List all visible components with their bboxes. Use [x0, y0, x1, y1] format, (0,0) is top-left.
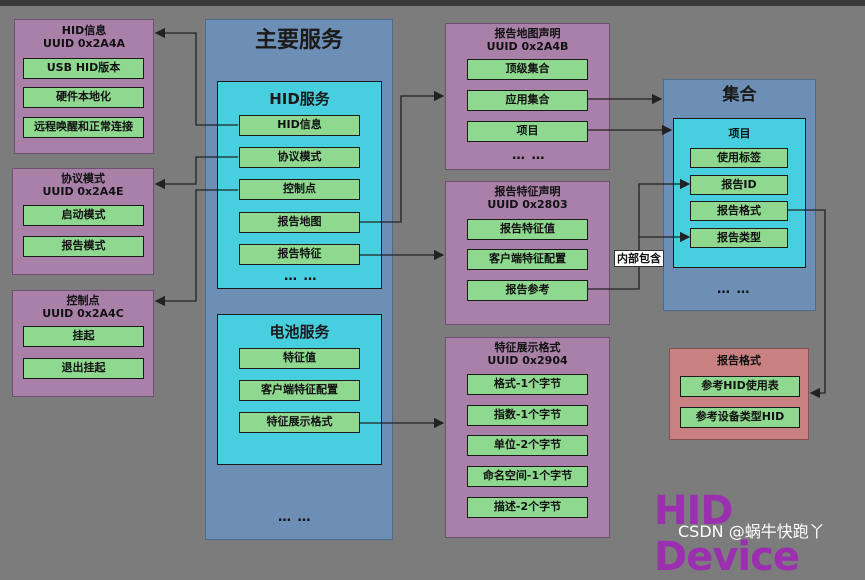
report-char-panel: 报告特征声明 UUID 0x2803 报告特征值 客户端特征配置 报告参考	[445, 181, 610, 325]
report-map-more: … …	[512, 148, 546, 163]
control-point-item: 挂起	[23, 326, 144, 347]
collection-title: 集合	[722, 85, 757, 105]
hid-info-uuid: UUID 0x2A4A	[42, 37, 125, 50]
report-char-item: 报告参考	[467, 280, 588, 301]
report-format-title: 报告格式	[717, 354, 761, 367]
arrow-hid-info	[154, 27, 238, 126]
hid-service-more: … …	[284, 269, 318, 284]
connector-lines	[154, 27, 826, 429]
hid-service-panel: HID服务 HID信息 协议模式 控制点 报告地图 报告特征 … …	[217, 81, 382, 289]
project-item: 报告格式	[690, 201, 788, 221]
project-item: 报告类型	[690, 228, 788, 248]
control-point-item: 退出挂起	[23, 358, 144, 379]
control-point-uuid: UUID 0x2A4C	[42, 307, 124, 320]
arrow-control-point	[154, 189, 238, 307]
report-char-item: 报告特征值	[467, 219, 588, 240]
presentation-format-item: 描述-2个字节	[467, 497, 588, 518]
presentation-format-item: 指数-1个字节	[467, 405, 588, 426]
report-char-item: 客户端特征配置	[467, 249, 588, 270]
hid-service-title: HID服务	[269, 90, 330, 108]
hid-info-title: HID信息	[61, 24, 107, 37]
main-services-title: 主要服务	[254, 28, 343, 53]
project-item: 报告ID	[690, 175, 788, 195]
arrow-report-format	[788, 209, 826, 399]
project-item: 使用标签	[690, 148, 788, 168]
protocol-mode-panel: 协议模式 UUID 0x2A4E 启动模式 报告模式	[12, 168, 154, 275]
presentation-format-panel: 特征展示格式 UUID 0x2904 格式-1个字节 指数-1个字节 单位-2个…	[445, 337, 610, 538]
collection-more: … …	[717, 282, 751, 297]
battery-service-item: 特征值	[239, 348, 360, 369]
presentation-format-title: 特征展示格式	[494, 341, 561, 354]
protocol-mode-item: 报告模式	[23, 236, 144, 257]
report-char-uuid: UUID 0x2803	[487, 198, 568, 211]
hid-info-item: 远程唤醒和正常连接	[23, 117, 144, 138]
hid-info-item: 硬件本地化	[23, 87, 144, 108]
battery-service-item: 客户端特征配置	[239, 380, 360, 401]
hid-service-item: 报告特征	[239, 244, 360, 265]
hid-service-item: 协议模式	[239, 147, 360, 168]
hid-service-item: 报告地图	[239, 212, 360, 233]
battery-service-item: 特征展示格式	[239, 412, 360, 433]
battery-service-panel: 电池服务 特征值 客户端特征配置 特征展示格式	[217, 314, 382, 465]
project-title: 项目	[728, 127, 751, 140]
report-map-title: 报告地图声明	[494, 27, 561, 40]
report-format-item: 参考HID使用表	[680, 376, 800, 397]
presentation-format-item: 格式-1个字节	[467, 374, 588, 395]
arrow-protocol-mode	[154, 156, 238, 190]
presentation-format-item: 单位-2个字节	[467, 435, 588, 456]
protocol-mode-item: 启动模式	[23, 205, 144, 226]
protocol-mode-title: 协议模式	[61, 172, 105, 185]
report-char-title: 报告特征声明	[494, 185, 561, 198]
battery-service-title: 电池服务	[269, 323, 330, 341]
hid-info-item: USB HID版本	[23, 58, 144, 79]
control-point-title: 控制点	[66, 294, 100, 307]
arrow-report-map	[359, 90, 445, 223]
report-map-panel: 报告地图声明 UUID 0x2A4B 顶级集合 应用集合 项目 … …	[445, 23, 610, 170]
hid-service-item: HID信息	[239, 115, 360, 136]
watermark: CSDN @蜗牛快跑丫	[678, 522, 825, 541]
internal-include-label: 内部包含	[614, 250, 664, 267]
hid-service-item: 控制点	[239, 179, 360, 200]
protocol-mode-uuid: UUID 0x2A4E	[42, 185, 124, 198]
report-map-item: 应用集合	[467, 90, 588, 111]
report-format-item: 参考设备类型HID	[680, 407, 800, 428]
presentation-format-uuid: UUID 0x2904	[487, 354, 568, 367]
hid-info-panel: HID信息 UUID 0x2A4A USB HID版本 硬件本地化 远程唤醒和正…	[14, 19, 154, 154]
project-panel: 项目 使用标签 报告ID 报告格式 报告类型	[673, 118, 806, 268]
report-format-panel: 报告格式 参考HID使用表 参考设备类型HID	[669, 348, 809, 440]
presentation-format-item: 命名空间-1个字节	[467, 466, 588, 487]
control-point-panel: 控制点 UUID 0x2A4C 挂起 退出挂起	[12, 290, 154, 397]
top-bar	[0, 0, 865, 6]
report-map-item: 顶级集合	[467, 59, 588, 80]
main-services-more: … …	[278, 510, 312, 525]
report-map-item: 项目	[467, 121, 588, 142]
report-map-uuid: UUID 0x2A4B	[486, 40, 569, 53]
